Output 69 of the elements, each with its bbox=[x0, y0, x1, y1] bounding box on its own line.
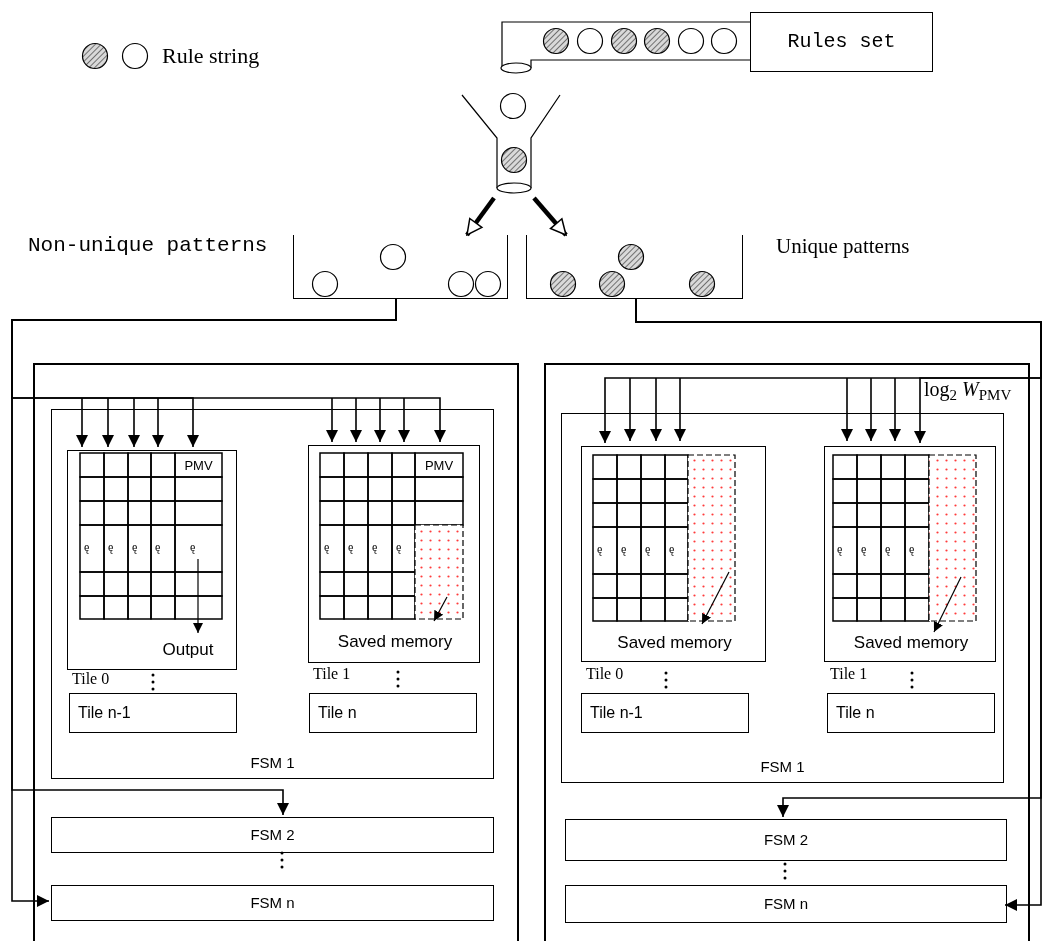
chip-frame bbox=[33, 363, 519, 941]
block-arrow bbox=[465, 196, 496, 237]
cell-symbol: ę bbox=[84, 541, 90, 553]
bus-arrow bbox=[374, 397, 386, 443]
pattern-caption: Unique patterns bbox=[776, 233, 911, 260]
tile-caption: Saved memory bbox=[336, 631, 454, 653]
cell-symbol: ę bbox=[645, 543, 651, 555]
cell-symbol: ę bbox=[132, 541, 138, 553]
tile-label: Tile 1 bbox=[313, 664, 352, 684]
fsm-box bbox=[561, 413, 1004, 783]
rules-set-box: Rules set bbox=[750, 12, 933, 72]
pmv-label: PMV bbox=[423, 456, 455, 475]
tile-caption: Output bbox=[161, 639, 215, 661]
cell-symbol: ę bbox=[621, 543, 627, 555]
bit-width-label: log$_{2}$ W$_{PMV}$ bbox=[924, 379, 1012, 399]
pattern-caption: Non-unique patterns bbox=[28, 233, 269, 259]
fsm-box: FSM n bbox=[565, 885, 1007, 923]
bus-arrow bbox=[889, 377, 901, 442]
bus-arrow bbox=[350, 397, 362, 443]
bus-arrow bbox=[102, 397, 114, 448]
tile-box: Tile n bbox=[827, 693, 995, 733]
fsm-box bbox=[51, 409, 494, 779]
fsm-box: FSM 2 bbox=[565, 819, 1007, 861]
tile-box bbox=[308, 445, 480, 663]
tile-caption: Saved memory bbox=[616, 632, 733, 654]
pmv-label: PMV bbox=[183, 456, 214, 475]
tile-box: Tile n-1 bbox=[581, 693, 749, 733]
cell-symbol: ę bbox=[837, 543, 843, 555]
fsm-box: FSM n bbox=[51, 885, 494, 921]
tile-label: Tile 1 bbox=[830, 664, 869, 684]
box-label: FSM 1 bbox=[760, 756, 805, 777]
bus-arrow bbox=[624, 377, 636, 442]
tile-label: Tile 0 bbox=[586, 664, 625, 684]
tile-box bbox=[67, 450, 237, 670]
bus-arrow bbox=[398, 397, 410, 443]
tile-label: Tile 0 bbox=[72, 669, 111, 689]
cell-symbol: ę bbox=[909, 543, 915, 555]
chip-frame bbox=[544, 363, 1030, 941]
pattern-bin bbox=[526, 235, 743, 299]
bus-arrow bbox=[152, 397, 164, 448]
cell-symbol: ę bbox=[669, 543, 675, 555]
cell-symbol: ę bbox=[190, 541, 196, 553]
bus-arrow bbox=[128, 397, 140, 448]
pattern-bin bbox=[293, 235, 508, 299]
bus-arrow bbox=[326, 397, 338, 443]
cell-symbol: ę bbox=[108, 541, 114, 553]
bus-arrow bbox=[650, 377, 662, 442]
bus-arrow bbox=[674, 377, 686, 442]
cell-symbol: ę bbox=[396, 541, 402, 553]
legend-label: Rule string bbox=[162, 45, 260, 67]
cell-symbol: ę bbox=[372, 541, 378, 553]
cell-symbol: ę bbox=[597, 543, 603, 555]
tile-box: Tile n bbox=[309, 693, 477, 733]
cell-symbol: ę bbox=[861, 543, 867, 555]
tile-box: Tile n-1 bbox=[69, 693, 237, 733]
tile-caption: Saved memory bbox=[852, 632, 970, 654]
cell-symbol: ę bbox=[348, 541, 354, 553]
fsm-box: FSM 2 bbox=[51, 817, 494, 853]
cell-symbol: ę bbox=[885, 543, 891, 555]
bus-arrow bbox=[865, 377, 877, 442]
box-label: FSM 1 bbox=[250, 752, 295, 773]
bus-arrow bbox=[76, 397, 88, 448]
tile-box bbox=[581, 446, 766, 662]
tile-box bbox=[824, 446, 996, 662]
block-arrow bbox=[532, 196, 568, 237]
bus-arrow bbox=[841, 377, 853, 442]
connector-arrow bbox=[635, 298, 1042, 911]
cell-symbol: ę bbox=[155, 541, 161, 553]
cell-symbol: ę bbox=[324, 541, 330, 553]
